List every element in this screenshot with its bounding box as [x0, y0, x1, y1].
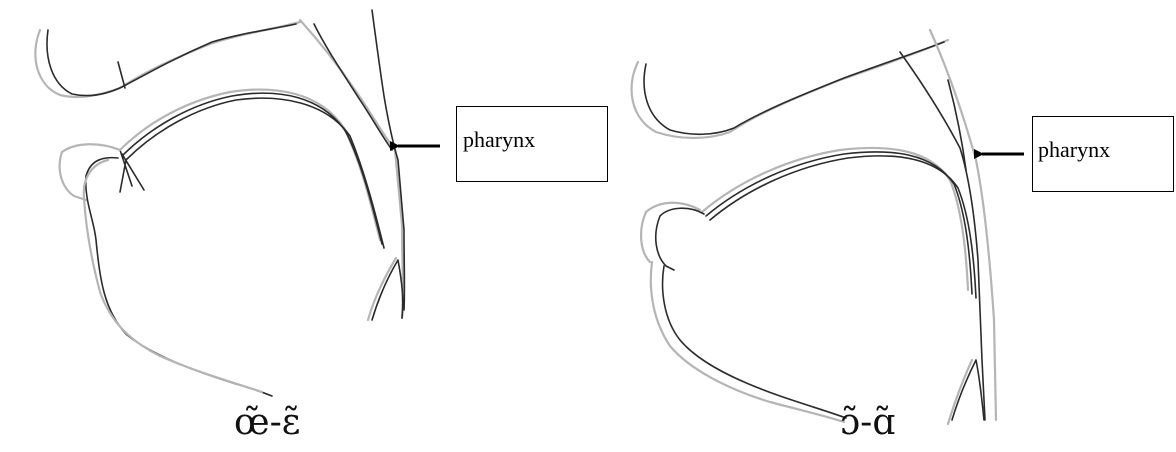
caption-left: œ̃-ɛ̃: [234, 402, 300, 443]
right-vocal-tract-tracing: [632, 30, 996, 424]
left-vocal-tract-tracing: [35, 10, 404, 396]
caption-right: ɔ̃-ɑ̃: [840, 402, 895, 443]
pharynx-label-left: pharynx: [463, 127, 535, 153]
pharynx-label-right: pharynx: [1038, 137, 1110, 163]
